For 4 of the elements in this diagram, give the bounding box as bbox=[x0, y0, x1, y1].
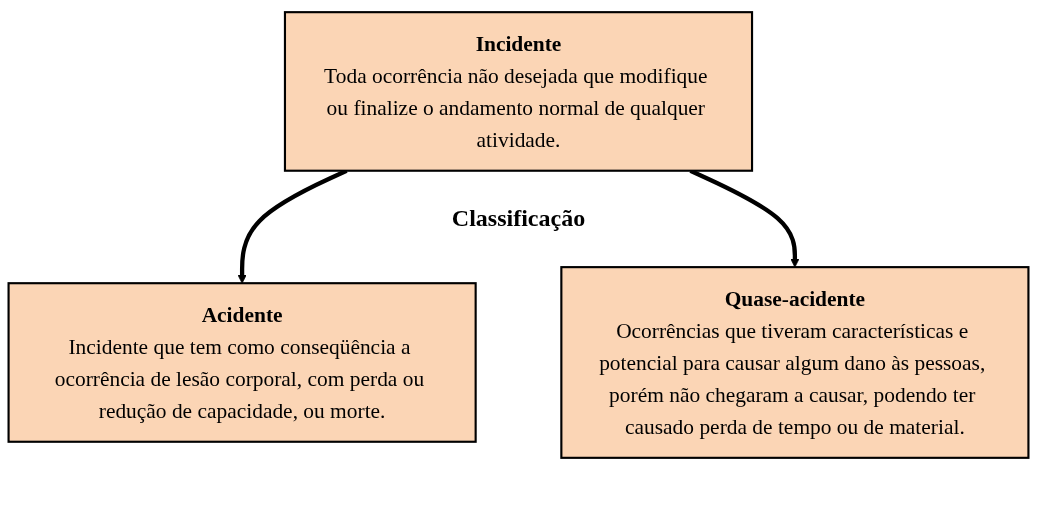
classification-label: Classificação bbox=[451, 205, 586, 232]
node-box: Incidente Toda ocorrência não desejada que modifique ou finalize o andamento normal de qualquer atividade. bbox=[283, 11, 754, 172]
node-box: Quase-acidente Ocorrências que tiveram características e potencial para causar algum dano às pessoas, porém não chegaram a causar, podendo ter causado perda de tempo ou de material. bbox=[560, 266, 1030, 459]
node-box: Acidente Incidente que tem como conseqüência a ocorrência de lesão corporal, com perda ou redução de capacidade, ou morte. bbox=[7, 282, 477, 443]
